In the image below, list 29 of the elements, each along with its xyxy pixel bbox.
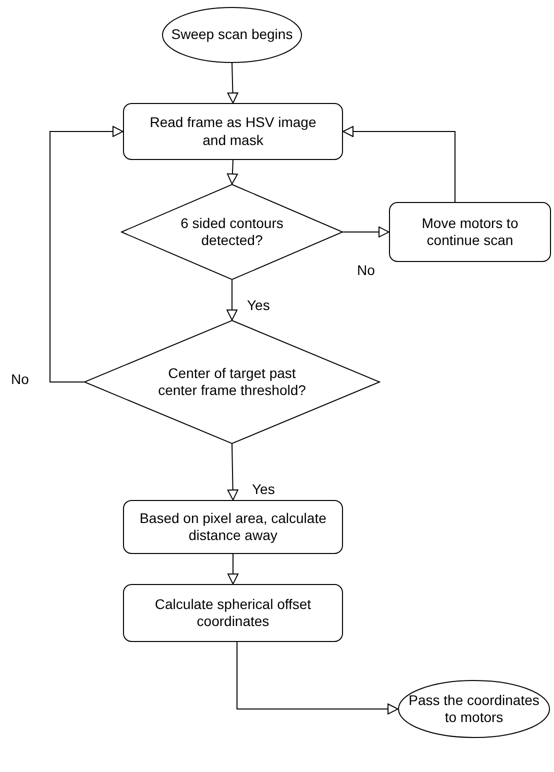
- arrow: [226, 160, 238, 184]
- node-label: Based on pixel area, calculate distance away: [138, 510, 328, 544]
- process-box: [389, 202, 551, 262]
- node-label: Sweep scan begins: [170, 26, 294, 44]
- edge-label: Yes: [246, 297, 271, 313]
- arrow: [227, 444, 238, 500]
- arrow: [236, 642, 398, 714]
- edge-label: No: [356, 262, 376, 278]
- terminal-ellipse: [162, 7, 302, 63]
- node-label: Read frame as HSV image and mask: [148, 114, 318, 149]
- arrow: [50, 126, 124, 382]
- arrow: [227, 62, 238, 104]
- terminal-ellipse: [398, 680, 550, 738]
- arrow: [342, 126, 456, 202]
- node-label: Calculate spherical offset coordinates: [154, 596, 312, 630]
- decision-diamond: [121, 184, 343, 280]
- process-box: [123, 500, 343, 554]
- arrow: [342, 226, 390, 238]
- node-label: 6 sided contours detected?: [180, 214, 284, 250]
- arrow: [226, 280, 238, 320]
- node-label: Pass the coordinates to motors: [408, 692, 540, 726]
- node-label: Center of target past center frame threshold?: [157, 364, 307, 400]
- node-label: Move motors to continue scan: [420, 214, 520, 250]
- decision-diamond: [84, 320, 380, 444]
- edge-label: Yes: [251, 481, 276, 497]
- edge-label: No: [10, 371, 30, 387]
- process-box: [123, 103, 343, 160]
- arrow: [228, 554, 238, 584]
- process-box: [123, 584, 343, 642]
